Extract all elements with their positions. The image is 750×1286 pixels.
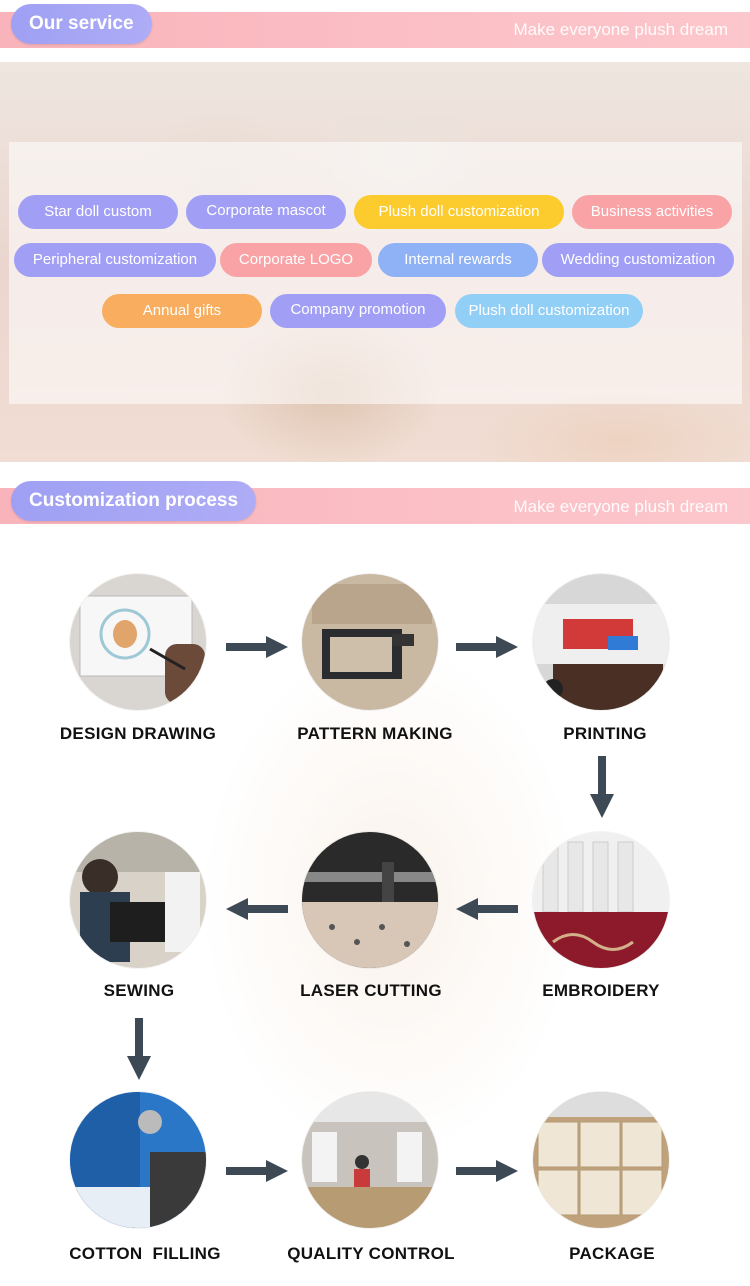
service-tag-corporate-mascot[interactable]: Corporate mascot bbox=[186, 195, 346, 229]
arrow-down-icon bbox=[127, 1018, 151, 1080]
step-label-design-drawing: DESIGN DRAWING bbox=[59, 724, 217, 743]
service-tag-peripheral-customization[interactable]: Peripheral customization bbox=[14, 243, 216, 277]
step-label-pattern-making: PATTERN MAKING bbox=[297, 724, 453, 743]
arrow-left-icon bbox=[456, 898, 518, 920]
embroidery-photo bbox=[533, 832, 669, 968]
arrow-right-icon bbox=[226, 1160, 288, 1182]
arrow-right-icon bbox=[226, 636, 288, 658]
step-label-printing: PRINTING bbox=[563, 724, 647, 743]
service-tag-company-promotion[interactable]: Company promotion bbox=[270, 294, 446, 328]
arrow-right-icon bbox=[456, 1160, 518, 1182]
arrow-left-icon bbox=[226, 898, 288, 920]
service-header-title: Our service bbox=[11, 4, 152, 44]
process-header-title: Customization process bbox=[11, 481, 257, 521]
printing-photo bbox=[533, 574, 669, 710]
step-label-laser-cutting: LASER CUTTING bbox=[300, 981, 442, 1000]
package-photo bbox=[533, 1092, 669, 1228]
step-label-embroidery: EMBROIDERY bbox=[542, 981, 660, 1000]
service-tag-plush-doll-customization-2[interactable]: Plush doll customization bbox=[455, 294, 643, 328]
laser-cutting-photo bbox=[302, 832, 438, 968]
service-header-tagline: Make everyone plush dream bbox=[513, 20, 728, 39]
cotton-filling-photo bbox=[70, 1092, 206, 1228]
service-tag-internal-rewards[interactable]: Internal rewards bbox=[378, 243, 538, 277]
service-tag-business-activities[interactable]: Business activities bbox=[572, 195, 732, 229]
service-tag-star-doll-custom[interactable]: Star doll custom bbox=[18, 195, 178, 229]
pattern-making-photo bbox=[302, 574, 438, 710]
arrow-right-icon bbox=[456, 636, 518, 658]
process-header-tagline: Make everyone plush dream bbox=[513, 497, 728, 516]
service-tag-plush-doll-customization[interactable]: Plush doll customization bbox=[354, 195, 564, 229]
step-label-package: PACKAGE bbox=[569, 1244, 655, 1263]
design-drawing-photo bbox=[70, 574, 206, 710]
quality-control-photo bbox=[302, 1092, 438, 1228]
step-label-quality-control: QUALITY CONTROL bbox=[287, 1244, 455, 1263]
step-label-cotton-filling: COTTON FILLING bbox=[69, 1244, 221, 1263]
service-tag-corporate-logo[interactable]: Corporate LOGO bbox=[220, 243, 372, 277]
step-label-sewing: SEWING bbox=[103, 981, 175, 1000]
service-tag-wedding-customization[interactable]: Wedding customization bbox=[542, 243, 734, 277]
service-tag-annual-gifts[interactable]: Annual gifts bbox=[102, 294, 262, 328]
sewing-photo bbox=[70, 832, 206, 968]
arrow-down-icon bbox=[590, 756, 614, 818]
